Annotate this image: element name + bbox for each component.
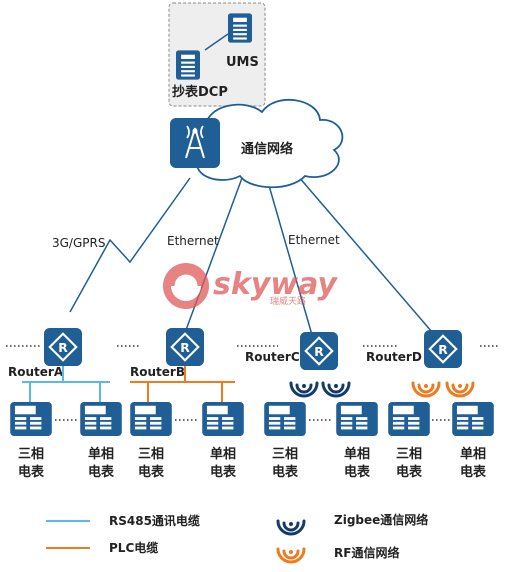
- meter-8-label-line1: 单相: [460, 446, 486, 462]
- meter-4-label-line2: 电表: [210, 464, 237, 480]
- meter-6-label-line2: 电表: [344, 464, 371, 480]
- meter-4-label-line1: 单相: [210, 446, 236, 462]
- meter-8-label-line2: 电表: [460, 464, 487, 480]
- server-link: [204, 33, 229, 51]
- legend-rs485-label: RS485通讯电缆: [109, 513, 200, 528]
- ethernet-label-2: Ethernet: [288, 233, 340, 247]
- meter-icon-4: [202, 402, 244, 436]
- dcp-label: 抄表DCP: [172, 84, 228, 100]
- router-d-label: RouterD: [366, 350, 422, 364]
- skyway-logo: skyway 瑞威天路: [163, 263, 338, 309]
- meter-icon-3: [130, 402, 172, 436]
- ethernet-label-1: Ethernet: [167, 234, 219, 248]
- meter-3-label-line2: 电表: [138, 464, 165, 480]
- meter-1-label-line2: 电表: [18, 464, 45, 480]
- legend-plc-label: PLC电缆: [109, 540, 158, 555]
- ethernet-link-c: [267, 181, 313, 336]
- meter-icon-7: [388, 402, 430, 436]
- meter-icon-1: [10, 402, 52, 436]
- meter-5-label-line1: 三相: [272, 446, 298, 462]
- meter-2-label-line2: 电表: [88, 464, 115, 480]
- router-b-icon: [166, 328, 204, 366]
- meter-icon-5: [264, 402, 306, 436]
- legend-rf-label: RF通信网络: [334, 545, 399, 560]
- meter-7-label-line1: 三相: [396, 446, 422, 462]
- rf-wave-icon-left: [411, 381, 441, 398]
- link-d: [297, 175, 433, 333]
- legend-zigbee-label: Zigbee通信网络: [334, 512, 428, 527]
- meter-icon-8: [452, 402, 494, 436]
- legend-rf-icon: [276, 547, 306, 564]
- gprs-label: 3G/GPRS: [52, 236, 105, 250]
- legend-zigbee-icon: [276, 519, 306, 536]
- router-b-label: RouterB: [130, 365, 185, 379]
- rs485-wiring: [22, 366, 110, 402]
- logo-brand: skyway: [213, 267, 338, 302]
- ums-label: UMS: [226, 55, 259, 70]
- router-a-icon: [44, 328, 82, 366]
- meter-icon-2: [80, 402, 122, 436]
- meter-icon-6: [336, 402, 378, 436]
- dcp-server-icon: [176, 50, 200, 80]
- router-c-icon: [300, 332, 338, 370]
- meter-3-label-line1: 三相: [138, 446, 164, 462]
- gprs-link: [69, 177, 191, 313]
- zigbee-wave-icon-left: [289, 381, 319, 398]
- legend: RS485通讯电缆 PLC电缆 Zigbee通信网络 RF通信网络: [46, 512, 428, 564]
- logo-subtitle: 瑞威天路: [270, 295, 306, 307]
- rf-wave-icon-right: [445, 381, 475, 398]
- meter-6-label-line1: 单相: [344, 446, 370, 462]
- base-station-icon: [170, 118, 220, 168]
- meter-2-label-line1: 单相: [88, 446, 114, 462]
- router-a-label: RouterA: [8, 365, 64, 379]
- cloud-label: 通信网络: [241, 141, 293, 157]
- meter-1-label-line1: 三相: [18, 446, 44, 462]
- router-c-label: RouterC: [245, 350, 300, 364]
- meter-7-label-line2: 电表: [396, 464, 423, 480]
- router-d-icon: [424, 330, 462, 368]
- ums-server-icon: [228, 13, 252, 43]
- meter-5-label-line2: 电表: [272, 464, 299, 480]
- plc-wiring: [130, 366, 235, 402]
- connection-lines: [69, 175, 433, 336]
- zigbee-wave-icon-right: [321, 381, 351, 398]
